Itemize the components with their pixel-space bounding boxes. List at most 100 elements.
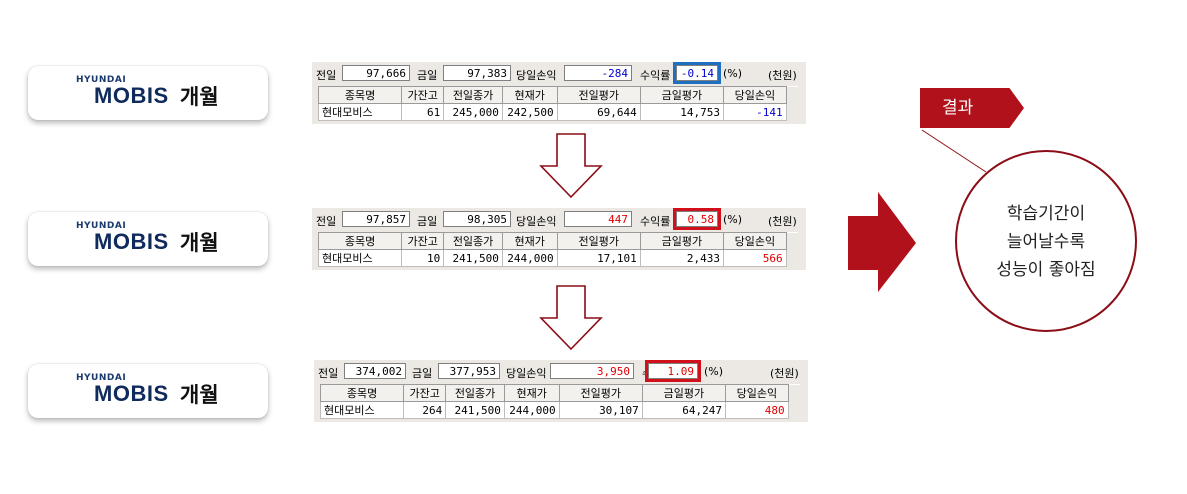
result-line-1: 학습기간이 (1006, 204, 1086, 224)
result-line-2: 늘어날수록 (1006, 232, 1086, 252)
today-value[interactable]: 377,953 (438, 363, 500, 379)
cell-name: 현대모비스 (317, 249, 403, 267)
rate-highlight (673, 208, 721, 230)
cell-balance: 264 (403, 401, 447, 419)
cell-balance: 10 (401, 249, 445, 267)
prev-label: 전일 (318, 367, 339, 380)
col-prev-eval: 전일평가 (556, 86, 641, 104)
pct-label: (%) (723, 67, 743, 80)
cell-price: 244,000 (501, 249, 558, 267)
col-daily-pl: 당일손익 (725, 384, 789, 402)
pl-value[interactable]: 3,950 (550, 363, 634, 379)
rate-value[interactable]: 0.58 (676, 211, 718, 227)
today-value[interactable]: 97,383 (443, 65, 511, 81)
scroll-gap (786, 232, 798, 250)
stock-panel-2: 전일 97,857 금일 98,305 당일손익 447 수익률 0.58 (%… (312, 208, 806, 270)
col-daily-pl: 당일손익 (723, 86, 787, 104)
mobis-wordmark: MOBIS (94, 381, 169, 406)
pl-label: 당일손익 (506, 367, 547, 380)
col-name: 종목명 (319, 384, 405, 402)
prev-value[interactable]: 97,857 (342, 211, 410, 227)
cell-today-eval: 2,433 (639, 249, 725, 267)
hyundai-wordmark: HYUNDAI (76, 221, 127, 231)
today-label: 금일 (412, 367, 433, 380)
cell-prev-close: 241,500 (445, 401, 505, 419)
unit-label: (천원) (768, 215, 797, 228)
down-arrow-icon (539, 285, 603, 351)
cell-daily-pl: 566 (723, 249, 787, 267)
col-price: 현재가 (501, 86, 558, 104)
table-row[interactable]: 현대모비스 264 241,500 244,000 30,107 64,247 … (319, 401, 800, 419)
unit-label: (천원) (768, 69, 797, 82)
cell-price: 242,500 (501, 103, 558, 121)
col-prev-close: 전일종가 (443, 86, 503, 104)
callout-line (921, 129, 987, 173)
pl-label: 당일손익 (516, 69, 557, 82)
period-label: 개월 (180, 231, 219, 255)
mobis-wordmark: MOBIS (94, 83, 169, 108)
rate-label: 수익률 (640, 69, 671, 82)
col-prev-close: 전일종가 (443, 232, 503, 250)
table-header-row: 종목명 가잔고 전일종가 현재가 전일평가 금일평가 당일손익 (317, 86, 798, 104)
col-prev-close: 전일종가 (445, 384, 505, 402)
col-price: 현재가 (503, 384, 560, 402)
pct-label: (%) (723, 213, 743, 226)
cell-prev-close: 241,500 (443, 249, 503, 267)
cell-prev-close: 245,000 (443, 103, 503, 121)
mobis-wordmark: MOBIS (94, 229, 169, 254)
cell-name: 현대모비스 (317, 103, 403, 121)
cell-price: 244,000 (503, 401, 560, 419)
holdings-table-3: 종목명 가잔고 전일종가 현재가 전일평가 금일평가 당일손익 현대모비스 26… (319, 384, 800, 419)
pl-value[interactable]: 447 (564, 211, 632, 227)
scroll-gap (788, 401, 800, 419)
col-name: 종목명 (317, 86, 403, 104)
prev-label: 전일 (316, 69, 337, 82)
col-today-eval: 금일평가 (639, 232, 725, 250)
prev-label: 전일 (316, 215, 337, 228)
period-label: 개월 (180, 383, 219, 407)
cell-name: 현대모비스 (319, 401, 405, 419)
pct-label: (%) (704, 365, 724, 378)
cell-daily-pl: 480 (725, 401, 789, 419)
cell-today-eval: 64,247 (641, 401, 727, 419)
scroll-gap (786, 86, 798, 104)
rate-highlight (673, 62, 721, 84)
cell-daily-pl: -141 (723, 103, 787, 121)
col-balance: 가잔고 (401, 232, 445, 250)
prev-value[interactable]: 97,666 (342, 65, 410, 81)
holdings-table-2: 종목명 가잔고 전일종가 현재가 전일평가 금일평가 당일손익 현대모비스 10… (317, 232, 798, 267)
table-row[interactable]: 현대모비스 61 245,000 242,500 69,644 14,753 -… (317, 103, 798, 121)
rate-value[interactable]: -0.14 (676, 65, 718, 81)
down-arrow-icon (539, 133, 603, 199)
hyundai-wordmark: HYUNDAI (76, 373, 127, 383)
rate-highlight (645, 360, 701, 382)
right-arrow-icon (848, 192, 916, 292)
table-row[interactable]: 현대모비스 10 241,500 244,000 17,101 2,433 56… (317, 249, 798, 267)
cell-balance: 61 (401, 103, 445, 121)
cell-prev-eval: 69,644 (556, 103, 641, 121)
col-prev-eval: 전일평가 (556, 232, 641, 250)
cell-prev-eval: 30,107 (558, 401, 643, 419)
result-line-3: 성능이 좋아짐 (996, 260, 1096, 280)
today-value[interactable]: 98,305 (443, 211, 511, 227)
result-text: 학습기간이 늘어날수록 성능이 좋아짐 (955, 200, 1137, 284)
scroll-gap (786, 249, 798, 267)
logo-card-1: HYUNDAI MOBIS 개월 (28, 66, 268, 120)
result-tag: 결과 (920, 88, 1024, 128)
col-balance: 가잔고 (403, 384, 447, 402)
pl-value[interactable]: -284 (564, 65, 632, 81)
unit-label: (천원) (770, 367, 799, 380)
holdings-table-1: 종목명 가잔고 전일종가 현재가 전일평가 금일평가 당일손익 현대모비스 61… (317, 86, 798, 121)
table-header-row: 종목명 가잔고 전일종가 현재가 전일평가 금일평가 당일손익 (317, 232, 798, 250)
table-header-row: 종목명 가잔고 전일종가 현재가 전일평가 금일평가 당일손익 (319, 384, 800, 402)
hyundai-wordmark: HYUNDAI (76, 75, 127, 85)
col-today-eval: 금일평가 (639, 86, 725, 104)
col-price: 현재가 (501, 232, 558, 250)
logo-card-2: HYUNDAI MOBIS 개월 (28, 212, 268, 266)
logo-card-3: HYUNDAI MOBIS 개월 (28, 364, 268, 418)
prev-value[interactable]: 374,002 (344, 363, 406, 379)
scroll-gap (786, 103, 798, 121)
rate-value[interactable]: 1.09 (648, 363, 698, 379)
result-circle (955, 150, 1137, 332)
cell-prev-eval: 17,101 (556, 249, 641, 267)
